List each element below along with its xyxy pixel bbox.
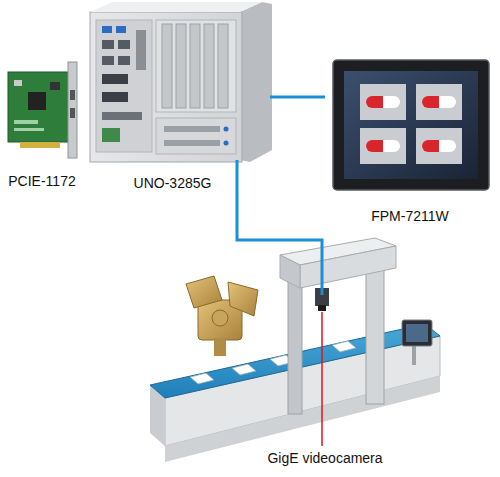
robot-arm <box>228 282 258 316</box>
capsule <box>422 140 439 152</box>
pcie-card <box>70 90 75 100</box>
camera <box>318 305 326 311</box>
gantry <box>300 246 396 288</box>
product-label: GigE videocamera <box>265 450 384 467</box>
gantry <box>366 254 384 404</box>
box-pc <box>190 24 200 108</box>
box-pc <box>102 128 120 142</box>
product-label: FPM-7211W <box>369 208 451 225</box>
box-pc <box>164 126 220 132</box>
box-pc <box>90 2 272 192</box>
box-pc <box>224 141 229 146</box>
robot-arm <box>186 276 258 356</box>
box-pc <box>118 40 130 49</box>
pcie-card <box>14 80 22 86</box>
box-pc <box>102 26 112 33</box>
panel-monitor <box>333 60 489 190</box>
pcie-card <box>28 92 46 110</box>
pcie-card <box>68 62 77 158</box>
capsule <box>366 96 383 108</box>
monitor-label-box: FPM-7211W <box>325 50 495 225</box>
box-pc <box>102 74 128 84</box>
box-pc <box>224 127 229 132</box>
pcie-card <box>50 82 60 90</box>
capsule <box>366 140 383 152</box>
box-pc <box>96 20 152 152</box>
capsule <box>422 96 439 108</box>
box-pc <box>218 24 228 108</box>
robot-arm <box>186 276 222 308</box>
product-label: UNO-3285G <box>132 175 214 192</box>
pcie-card <box>14 128 44 131</box>
robot-arm <box>212 310 228 326</box>
capsule <box>422 96 456 108</box>
computer-label-box: UNO-3285G <box>75 0 270 192</box>
panel-monitor <box>333 60 489 190</box>
capsule <box>366 140 400 152</box>
box-pc <box>136 30 146 70</box>
box-pc <box>204 24 214 108</box>
box-pc <box>90 12 242 162</box>
box-pc <box>162 24 172 108</box>
panel-monitor <box>360 128 406 164</box>
pcie-card <box>70 108 75 118</box>
box-pc <box>116 26 126 33</box>
box-pc <box>156 20 236 112</box>
conveyor <box>332 341 356 352</box>
box-pc <box>176 24 186 108</box>
camera-label-box: GigE videocamera <box>250 295 400 467</box>
panel-monitor <box>416 84 462 120</box>
control-screen <box>412 345 416 365</box>
conveyor <box>232 364 256 375</box>
box-pc <box>102 40 114 49</box>
box-pc <box>156 118 236 154</box>
box-pc <box>118 56 130 65</box>
gantry <box>280 255 300 288</box>
leader-line <box>321 312 323 446</box>
robot-arm <box>214 338 226 356</box>
network-cable <box>270 96 325 99</box>
capsule <box>422 140 456 152</box>
control-screen <box>402 320 432 365</box>
panel-monitor <box>344 71 478 179</box>
box-pc <box>90 2 262 12</box>
conveyor <box>190 373 214 384</box>
box-pc <box>102 92 128 102</box>
capsule <box>366 96 456 152</box>
control-screen <box>406 324 428 342</box>
panel-monitor <box>360 84 406 120</box>
gantry <box>280 238 396 414</box>
box-pc <box>236 160 239 192</box>
control-screen <box>402 320 432 346</box>
card-label-box: PCIE-1172 <box>3 60 81 190</box>
pcie-card <box>20 142 60 148</box>
box-pc <box>164 140 220 146</box>
pcie-card <box>14 120 38 124</box>
box-pc <box>240 2 272 162</box>
capsule <box>366 96 400 108</box>
box-pc <box>102 56 114 65</box>
pcie-card <box>8 62 77 158</box>
pcie-card <box>8 72 70 142</box>
product-label: PCIE-1172 <box>6 173 77 190</box>
network-cable <box>237 192 322 295</box>
box-pc <box>102 112 142 120</box>
panel-monitor <box>416 128 462 164</box>
